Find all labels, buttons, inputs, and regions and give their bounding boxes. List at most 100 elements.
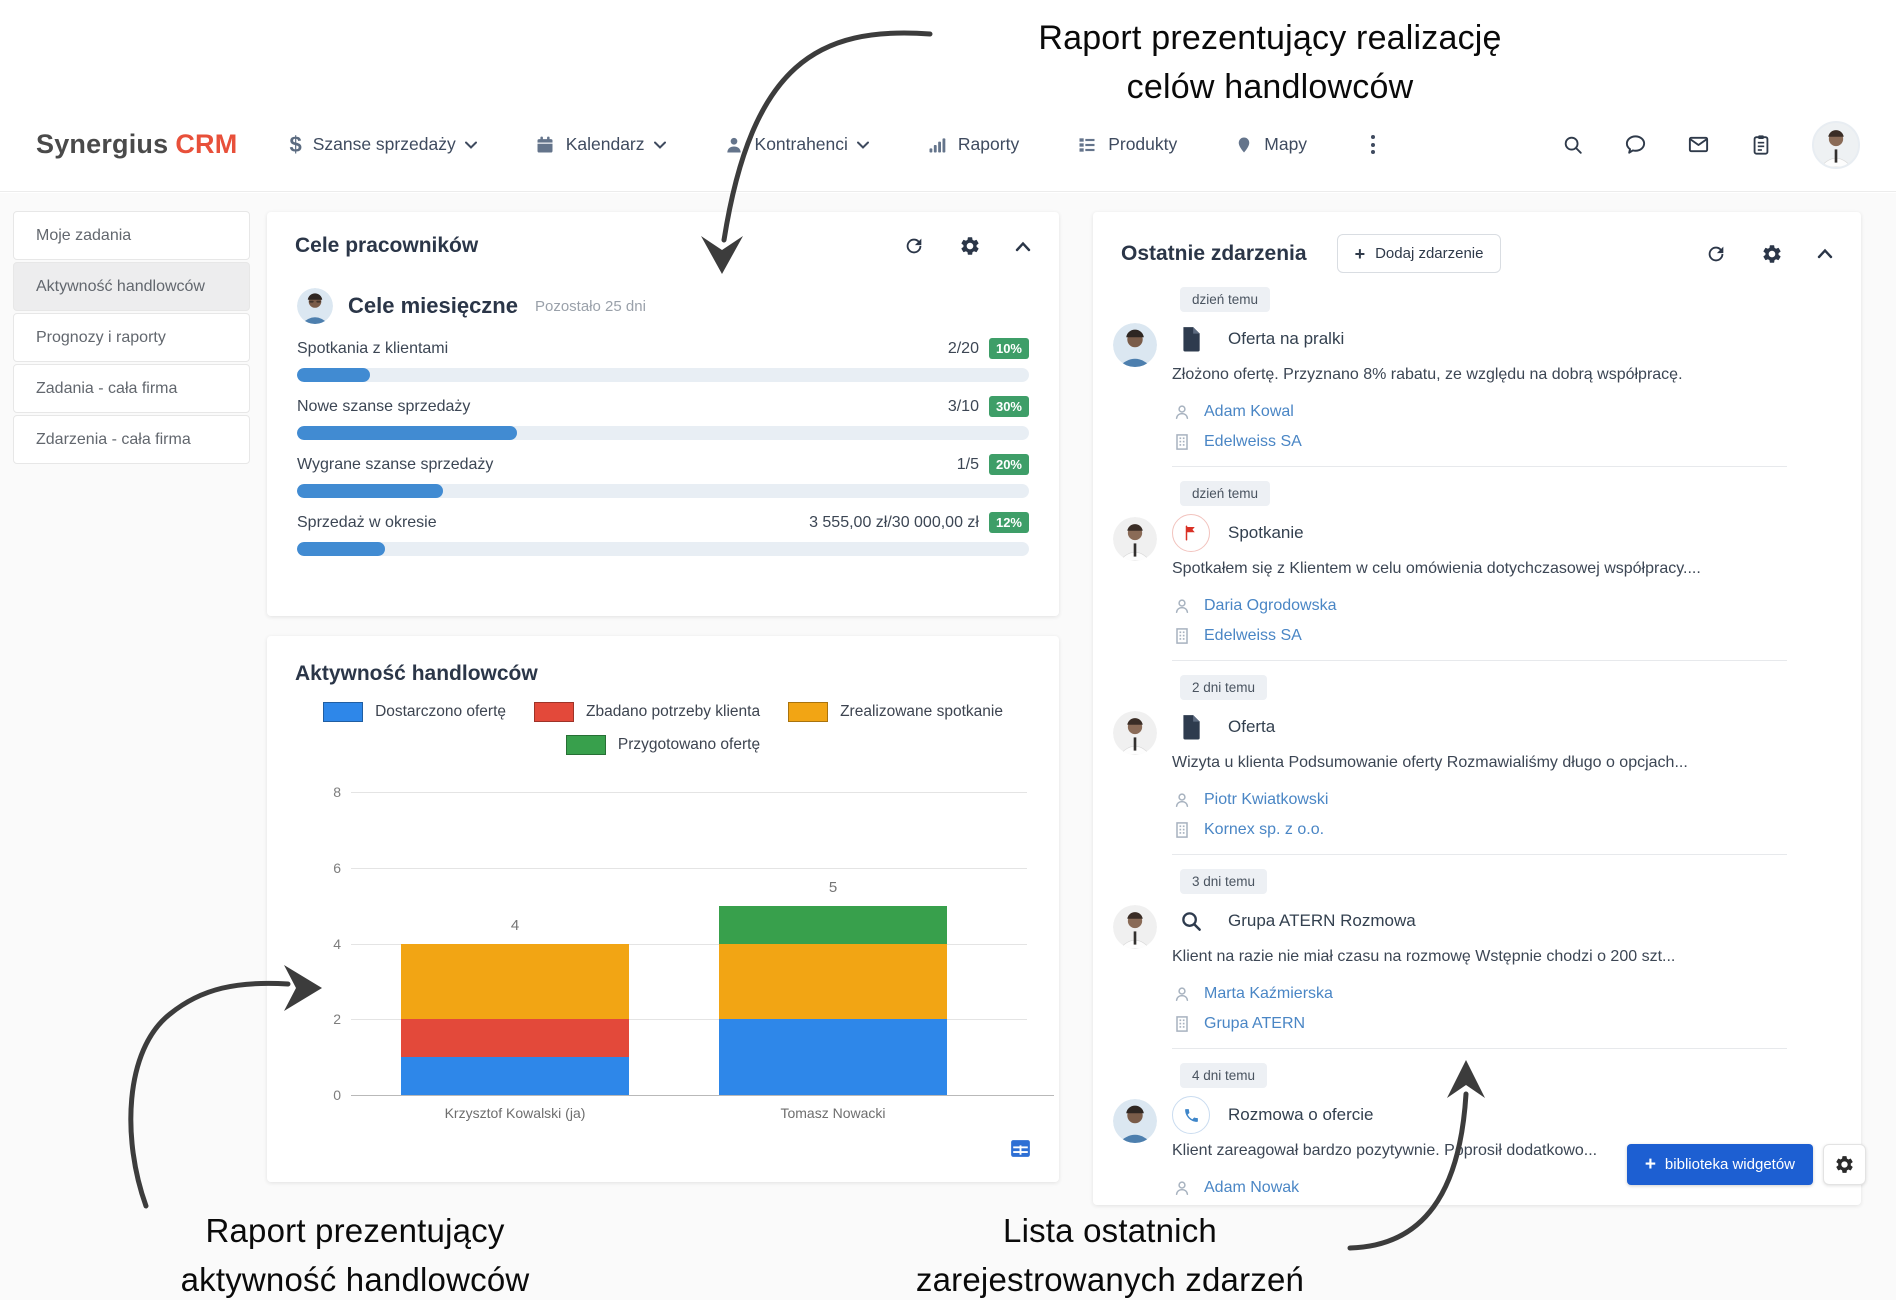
event-company-link[interactable]: Edelweiss SA [1172, 624, 1821, 648]
sidebar-item-zdarzenia-cala-firma[interactable]: Zdarzenia - cała firma [13, 415, 250, 464]
person-link[interactable]: Adam Nowak [1204, 1179, 1300, 1196]
progress-bar [297, 426, 1029, 440]
panel-title: Ostatnie zdarzenia [1121, 241, 1307, 265]
event-item[interactable]: 4 dni temu Rozmowa o ofercie Klient zare… [1093, 1049, 1861, 1200]
event-item[interactable]: 3 dni temu Grupa ATERN Rozmowa Klient na… [1093, 855, 1861, 1049]
x-axis-category: Krzysztof Kowalski (ja) [444, 1105, 586, 1121]
event-company-link[interactable]: Kornex sp. z o.o. [1172, 818, 1821, 842]
widget-library-button[interactable]: + biblioteka widgetów [1626, 1144, 1813, 1185]
goal-percent-badge: 20% [988, 454, 1029, 475]
bar-krzysztof[interactable]: 4 [401, 792, 629, 1095]
divider [1172, 854, 1787, 855]
nav-item-label: Raporty [957, 134, 1020, 154]
search-icon[interactable] [1562, 134, 1584, 156]
event-description: Złożono ofertę. Przyznano 8% rabatu, ze … [1172, 366, 1683, 383]
dashboard-settings-button[interactable] [1823, 1144, 1866, 1185]
event-title: Grupa ATERN Rozmowa [1228, 911, 1416, 930]
person-icon [724, 135, 744, 155]
event-person-link[interactable]: Adam Kowal [1172, 400, 1821, 424]
nav-item-produkty[interactable]: Produkty [1077, 134, 1177, 155]
event-item[interactable]: dzień temu Oferta na pralki Złożono ofer… [1093, 273, 1861, 467]
company-link[interactable]: Edelweiss SA [1204, 433, 1302, 450]
nav-actions [1562, 120, 1860, 169]
goal-value: 2/20 [947, 339, 979, 357]
person-link[interactable]: Adam Kowal [1204, 403, 1294, 420]
person-link[interactable]: Marta Kaźmierska [1204, 985, 1333, 1002]
sidebar-item-aktywnosc-handlowcow[interactable]: Aktywność handlowców [13, 262, 250, 311]
nav-item-kalendarz[interactable]: Kalendarz [535, 134, 666, 155]
collapse-icon[interactable] [1015, 241, 1031, 252]
event-time-badge: 2 dni temu [1180, 675, 1268, 700]
sales-activity-chart-panel: Aktywność handlowców Dostarczono ofertę … [267, 636, 1059, 1182]
goal-value: 3 555,00 zł/30 000,00 zł [809, 513, 979, 531]
goal-label: Wygrane szanse sprzedaży [297, 455, 494, 473]
document-icon [1172, 326, 1210, 352]
event-time-badge: dzień temu [1180, 481, 1271, 506]
building-icon [1176, 1016, 1188, 1032]
nav-item-mapy[interactable]: Mapy [1235, 134, 1307, 155]
chevron-down-icon [856, 141, 869, 149]
gear-icon[interactable] [959, 235, 981, 257]
event-company-link[interactable]: Grupa ATERN [1172, 1012, 1821, 1036]
legend-swatch [565, 735, 606, 755]
collapse-icon[interactable] [1817, 248, 1833, 259]
document-icon [1172, 714, 1210, 740]
logo-text-accent: CRM [175, 129, 238, 159]
company-link[interactable]: Kornex sp. z o.o. [1204, 821, 1325, 838]
user-avatar[interactable] [1812, 120, 1860, 169]
sidebar-item-prognozy-i-raporty[interactable]: Prognozy i raporty [13, 313, 250, 362]
person-link[interactable]: Piotr Kwiatkowski [1204, 791, 1329, 808]
chat-icon[interactable] [1624, 133, 1647, 156]
more-menu-icon[interactable] [1365, 131, 1381, 158]
annotation-events-list: Lista ostatnich zarejestrowanych zdarzeń [840, 1206, 1380, 1300]
person-link[interactable]: Daria Ogrodowska [1204, 597, 1337, 614]
chart-legend-row-2: Przygotowano ofertę [267, 735, 1059, 755]
company-link[interactable]: Edelweiss SA [1204, 627, 1302, 644]
annotation-line: Raport prezentujący [205, 1212, 505, 1249]
gear-icon[interactable] [1761, 243, 1783, 265]
person-outline-icon [1175, 793, 1189, 807]
mail-icon[interactable] [1687, 133, 1710, 156]
event-person-link[interactable]: Marta Kaźmierska [1172, 982, 1821, 1006]
person-outline-icon [1175, 987, 1189, 1001]
event-person-link[interactable]: Adam Nowak [1172, 1176, 1821, 1200]
event-person-link[interactable]: Daria Ogrodowska [1172, 594, 1821, 618]
refresh-icon[interactable] [1705, 243, 1727, 265]
employee-goals-panel: Cele pracowników Cele miesięczne Pozosta… [267, 212, 1059, 616]
bar-tomasz[interactable]: 5 [719, 792, 947, 1095]
nav-item-label: Szanse sprzedaży [312, 134, 456, 154]
annotation-line: Lista ostatnich [1003, 1212, 1217, 1249]
nav-item-raporty[interactable]: Raporty [927, 134, 1019, 155]
goal-row: Sprzedaż w okresie 3 555,00 zł/30 000,00… [297, 512, 1029, 533]
company-link[interactable]: Grupa ATERN [1204, 1015, 1306, 1032]
sidebar-item-moje-zadania[interactable]: Moje zadania [13, 211, 250, 260]
progress-bar [297, 484, 1029, 498]
legend-label: Przygotowano ofertę [617, 736, 761, 753]
goal-label: Spotkania z klientami [297, 339, 449, 357]
sidebar-item-zadania-cala-firma[interactable]: Zadania - cała firma [13, 364, 250, 413]
event-company-link[interactable]: Edelweiss SA [1172, 430, 1821, 454]
plus-icon: + [1644, 1153, 1656, 1175]
nav-item-kontrahenci[interactable]: Kontrahenci [724, 134, 869, 155]
y-axis-tick: 8 [333, 784, 341, 800]
panel-header: Cele pracowników [267, 212, 1059, 258]
legend-item: Zbadano potrzeby klienta [534, 702, 760, 722]
clipboard-icon[interactable] [1750, 133, 1772, 156]
avatar [1113, 323, 1157, 367]
event-item[interactable]: 2 dni temu Oferta Wizyta u klienta Podsu… [1093, 661, 1861, 855]
nav-item-szanse-sprzedazy[interactable]: $ Szanse sprzedaży [289, 132, 477, 158]
refresh-icon[interactable] [903, 235, 925, 257]
event-item[interactable]: dzień temu Spotkanie Spotkałem się z Kli… [1093, 467, 1861, 661]
chevron-down-icon [464, 141, 477, 149]
add-event-button[interactable]: + Dodaj zdarzenie [1336, 234, 1502, 273]
widget-library-label: biblioteka widgetów [1664, 1156, 1795, 1173]
goal-value: 1/5 [956, 455, 979, 473]
event-person-link[interactable]: Piotr Kwiatkowski [1172, 788, 1821, 812]
goals-section-title: Cele miesięczne [348, 293, 518, 318]
event-title: Oferta [1228, 717, 1276, 736]
table-view-icon[interactable] [1008, 1136, 1033, 1166]
event-title: Oferta na pralki [1228, 329, 1345, 348]
legend-label: Zrealizowane spotkanie [840, 703, 1003, 720]
